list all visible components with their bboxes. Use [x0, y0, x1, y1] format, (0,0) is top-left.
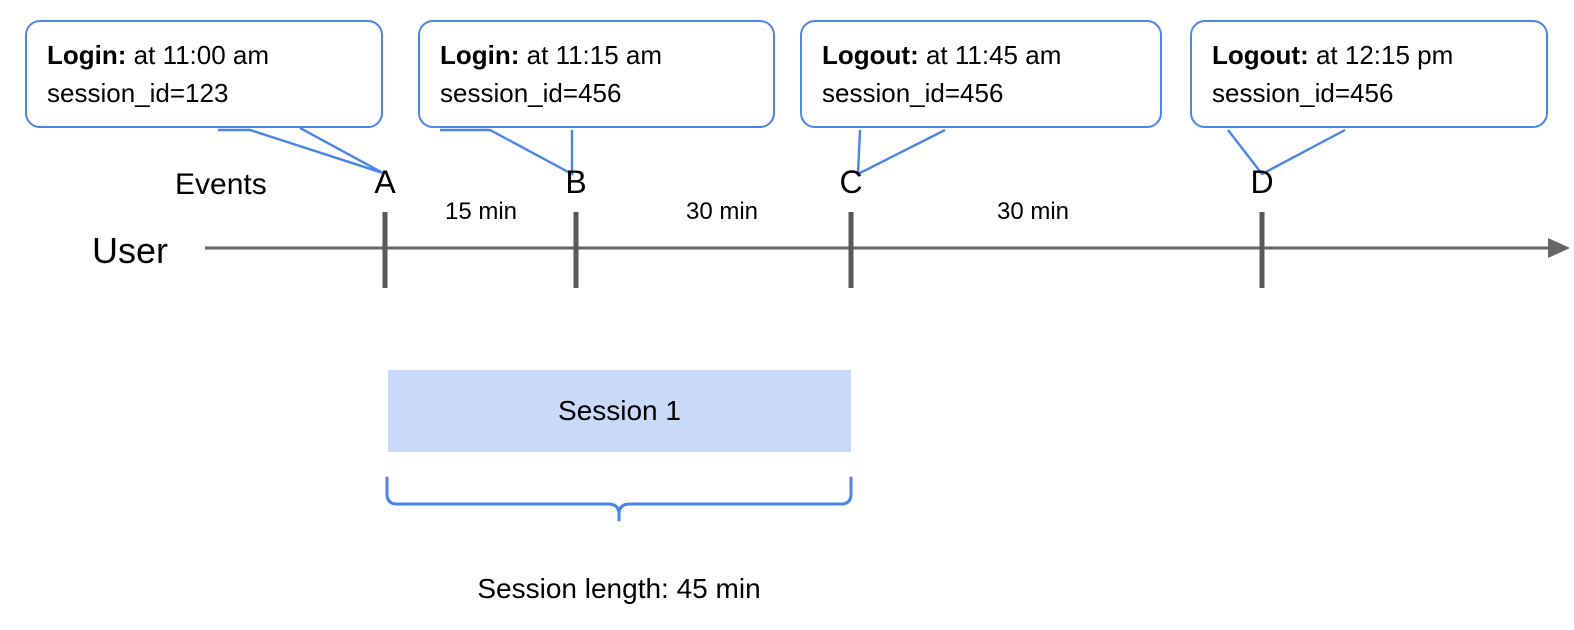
callout-tail-a — [218, 126, 384, 175]
event-letter-b: B — [565, 164, 587, 200]
event-callout-d: Logout: at 12:15 pm session_id=456 — [1190, 20, 1548, 128]
callout-d-type: Logout: — [1212, 40, 1309, 70]
interval-label-ab: 15 min — [444, 198, 518, 225]
callout-d-detail: at 12:15 pm — [1315, 40, 1454, 70]
callout-c-detail: at 11:45 am — [925, 40, 1062, 70]
callout-b-line1: Login: at 11:15 am — [440, 36, 757, 74]
callout-b-session: session_id=456 — [440, 78, 622, 108]
session-bar: Session 1 — [388, 370, 851, 452]
callout-a-type: Login: — [47, 40, 127, 70]
user-row-label: User — [92, 230, 169, 271]
callout-c-session: session_id=456 — [822, 78, 1004, 108]
callout-tail-b — [440, 128, 574, 177]
event-letter-a: A — [374, 164, 396, 200]
event-callout-b: Login: at 11:15 am session_id=456 — [418, 20, 775, 128]
timeline-arrow-head — [1548, 238, 1570, 258]
callout-a-session: session_id=123 — [47, 78, 229, 108]
callout-d-line1: Logout: at 12:15 pm — [1212, 36, 1530, 74]
callout-b-detail: at 11:15 am — [526, 40, 663, 70]
interval-label-cd: 30 min — [996, 198, 1070, 225]
session-brace — [385, 476, 853, 522]
event-callout-a: Login: at 11:00 am session_id=123 — [25, 20, 383, 128]
callout-c-line1: Logout: at 11:45 am — [822, 36, 1144, 74]
event-callout-c: Logout: at 11:45 am session_id=456 — [800, 20, 1162, 128]
callout-b-type: Login: — [440, 40, 520, 70]
callout-c-type: Logout: — [822, 40, 919, 70]
event-letter-c: C — [839, 164, 863, 200]
callout-tail-c — [856, 128, 946, 176]
callout-a-line1: Login: at 11:00 am — [47, 36, 365, 74]
session-bar-label: Session 1 — [558, 395, 681, 426]
interval-label-bc: 30 min — [685, 198, 759, 225]
callout-d-session: session_id=456 — [1212, 78, 1394, 108]
event-letter-d: D — [1250, 164, 1274, 200]
session-length-caption: Session length: 45 min — [477, 573, 761, 604]
callout-a-detail: at 11:00 am — [133, 40, 270, 70]
events-row-label: Events — [175, 168, 267, 201]
